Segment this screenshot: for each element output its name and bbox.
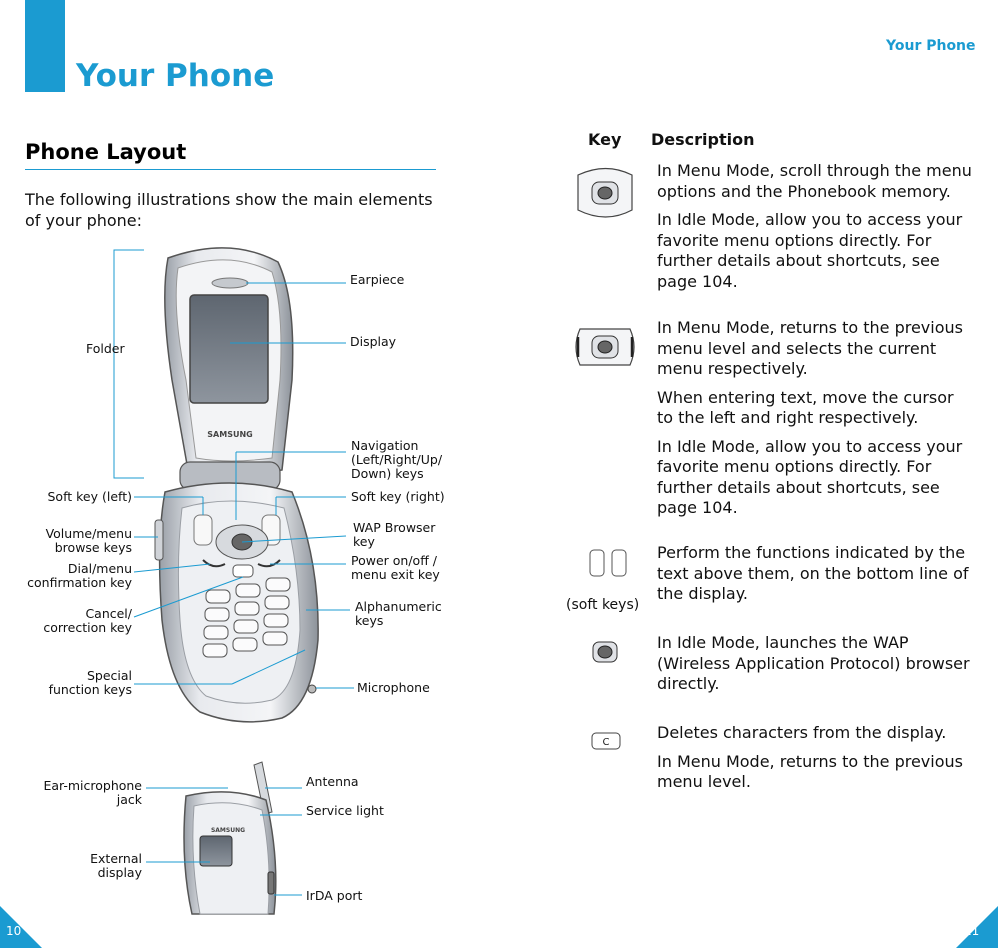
section-divider — [25, 169, 436, 170]
title-accent-bar — [25, 0, 65, 92]
power-key — [257, 559, 281, 568]
earpiece-icon — [211, 277, 249, 289]
row-c-key: Deletes characters from the display. In … — [657, 723, 963, 791]
keypad — [202, 577, 291, 658]
label-earpiece: Earpiece — [350, 272, 405, 287]
folder-bracket — [113, 249, 144, 479]
row-nav-horizontal: In Menu Mode, returns to the previous me… — [657, 318, 963, 517]
label-special: Special function keys — [48, 668, 132, 697]
section-title: Phone Layout — [25, 140, 187, 164]
intro-paragraph: The following illustrations show the mai… — [25, 190, 433, 230]
running-head: Your Phone — [886, 38, 976, 54]
label-volume: Volume/menu browse keys — [45, 526, 132, 555]
label-irda: IrDA port — [306, 888, 363, 903]
wap-key-icon — [592, 641, 618, 663]
row-nav-vertical: In Menu Mode, scroll through the menu op… — [657, 161, 972, 291]
brand-logo-top: SAMSUNG — [207, 430, 252, 439]
display-screen — [189, 294, 269, 404]
label-microphone: Microphone — [357, 680, 430, 695]
nav-key-horizontal-icon — [575, 328, 635, 366]
soft-keys-icon — [589, 549, 627, 577]
microphone-icon — [307, 684, 317, 694]
label-power: Power on/off / menu exit key — [351, 553, 440, 582]
label-alphanumeric: Alphanumeric keys — [355, 599, 442, 628]
table-header-description: Description — [651, 130, 755, 149]
label-external-display: External display — [90, 851, 142, 880]
row-wap-key: In Idle Mode, launches the WAP (Wireless… — [657, 633, 970, 693]
keypad-key — [263, 613, 289, 628]
keypad-key — [204, 607, 230, 622]
label-navigation: Navigation (Left/Right/Up/ Down) keys — [351, 438, 443, 481]
volume-keys — [154, 519, 164, 561]
keypad-key — [203, 625, 229, 640]
soft-key-left — [193, 514, 213, 546]
callout-lines — [133, 282, 354, 689]
page-number-badge-left — [0, 906, 42, 948]
cancel-key — [232, 564, 254, 578]
row-soft-keys: Perform the functions indicated by the t… — [657, 543, 969, 603]
table-header-key: Key — [588, 130, 622, 149]
page-number-right: 11 — [964, 924, 980, 938]
soft-keys-caption: (soft keys) — [566, 597, 640, 613]
dial-key — [202, 559, 226, 568]
phone-folder: SAMSUNG — [164, 247, 294, 475]
keypad-key — [234, 601, 260, 616]
keypad-key — [265, 577, 291, 592]
page-number-left: 10 — [6, 924, 22, 938]
brand-logo-front: SAMSUNG — [211, 827, 245, 834]
key-icons: C — [575, 167, 635, 750]
keypad-key — [205, 589, 231, 604]
phone-lower-body — [154, 482, 319, 723]
label-display: Display — [350, 334, 397, 349]
keypad-key — [202, 643, 228, 658]
label-soft-key-left: Soft key (left) — [47, 489, 133, 504]
callout-lines-closed — [146, 787, 302, 896]
label-antenna: Antenna — [306, 774, 359, 789]
keypad-key — [233, 619, 259, 634]
keypad-key — [235, 583, 261, 598]
page-title: Your Phone — [76, 58, 275, 94]
keypad-key — [232, 637, 258, 652]
label-cancel: Cancel/ correction key — [43, 606, 132, 635]
irda-port — [267, 871, 275, 895]
external-display-screen — [199, 835, 233, 867]
label-service-light: Service light — [306, 803, 384, 818]
page-number-badge-right — [956, 906, 998, 948]
label-folder: Folder — [86, 341, 125, 356]
nav-key-vertical-icon — [577, 167, 633, 218]
keypad-key — [264, 595, 290, 610]
keypad-key — [262, 631, 288, 646]
label-soft-key-right: Soft key (right) — [351, 489, 445, 504]
label-ear-mic: Ear-microphone jack — [43, 778, 142, 807]
c-key-icon: C — [591, 732, 621, 750]
closed-phone: SAMSUNG — [183, 761, 277, 915]
c-key-glyph: C — [603, 737, 610, 748]
label-dial: Dial/menu confirmation key — [27, 561, 132, 590]
label-wap: WAP Browser key — [353, 520, 436, 549]
